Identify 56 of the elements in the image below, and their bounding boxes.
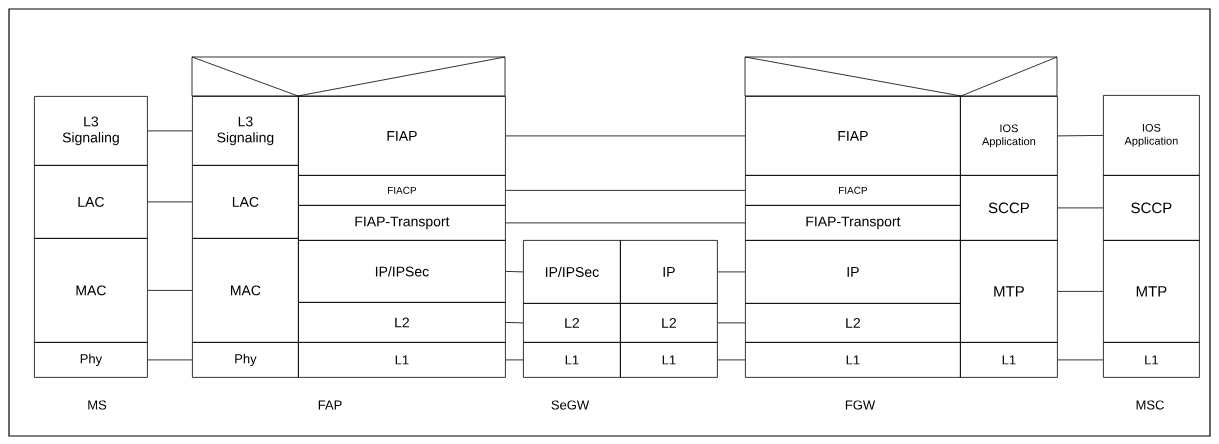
entity-label: FAP: [318, 400, 342, 410]
protocol-layer-box: L1: [620, 342, 718, 378]
protocol-layer-box: IOS Application: [960, 96, 1058, 176]
protocol-layer-box: MAC: [34, 238, 148, 343]
protocol-layer-box: L1: [523, 342, 621, 378]
protocol-layer-box: FIAP-Transport: [298, 205, 506, 241]
connector-line: [505, 135, 746, 137]
protocol-layer-box: MTP: [1103, 240, 1200, 343]
connector-line: [717, 322, 746, 324]
protocol-layer-box: IP/IPSec: [298, 240, 506, 303]
protocol-layer-box: SCCP: [960, 175, 1058, 241]
connector-line: [1057, 359, 1104, 361]
connector-line: [505, 190, 746, 191]
protocol-layer-box: L1: [960, 342, 1058, 378]
protocol-layer-box: L1: [1103, 342, 1200, 378]
protocol-layer-box: L3 Signaling: [34, 96, 148, 166]
protocol-layer-box: FIACP: [298, 175, 506, 206]
connector-line: [505, 222, 746, 224]
protocol-layer-box: L2: [523, 303, 621, 343]
connector-line: [1057, 207, 1104, 209]
connector-line: [505, 322, 524, 324]
protocol-layer-box: MTP: [960, 240, 1058, 343]
protocol-layer-box: IP: [620, 240, 718, 304]
protocol-layer-box: L3 Signaling: [192, 96, 299, 166]
protocol-layer-box: LAC: [192, 165, 299, 239]
protocol-layer-box: L2: [620, 303, 718, 343]
protocol-layer-box: FIAP: [298, 96, 506, 176]
protocol-layer-box: MAC: [192, 238, 299, 343]
protocol-layer-box: FIAP: [745, 96, 961, 176]
protocol-layer-box: L2: [745, 303, 961, 343]
protocol-layer-box: IP: [745, 240, 961, 304]
protocol-layer-box: L1: [298, 342, 506, 378]
protocol-layer-box: SCCP: [1103, 175, 1200, 241]
connector-line: [147, 359, 193, 361]
connector-line: [147, 290, 193, 291]
protocol-layer-box: LAC: [34, 165, 148, 239]
connector-line: [1057, 135, 1104, 137]
entity-label: FGW: [845, 400, 876, 410]
connector-line: [147, 201, 193, 203]
protocol-layer-box: L2: [298, 302, 506, 343]
connector-line: [147, 130, 193, 132]
entity-label: MS: [88, 400, 107, 410]
protocol-layer-box: IP/IPSec: [523, 240, 621, 304]
connector-line: [717, 271, 746, 273]
connector-line: [1057, 291, 1104, 292]
protocol-layer-box: FIACP: [745, 175, 961, 206]
connector-line: [717, 359, 746, 361]
protocol-layer-box: Phy: [34, 342, 148, 378]
entity-label: SeGW: [551, 400, 590, 410]
entity-label: MSC: [1136, 400, 1164, 410]
protocol-layer-box: L1: [745, 342, 961, 378]
protocol-layer-box: IOS Application: [1103, 95, 1200, 176]
connector-line: [505, 271, 524, 273]
protocol-layer-box: Phy: [192, 342, 299, 378]
connector-line: [505, 359, 524, 361]
protocol-layer-box: FIAP-Transport: [745, 205, 961, 241]
